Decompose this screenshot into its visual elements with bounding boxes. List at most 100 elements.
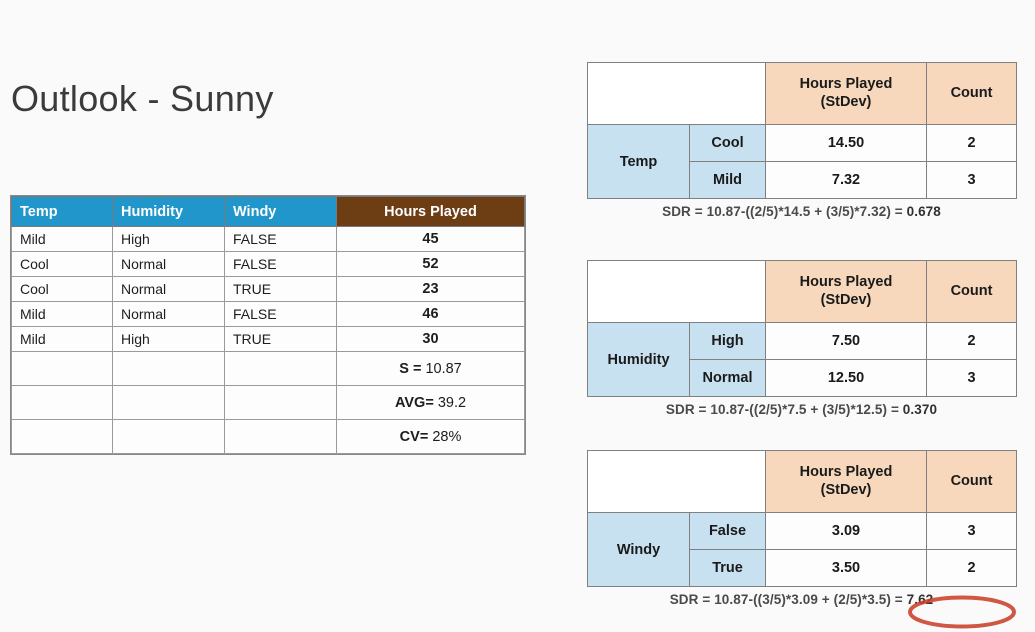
- cell-hours: 45: [336, 226, 525, 252]
- attribute-label-temp: Temp: [587, 124, 690, 199]
- cell-humidity: Normal: [112, 301, 225, 327]
- count-value: 2: [926, 322, 1017, 360]
- metric-header-line2: (StDev): [820, 93, 872, 110]
- stat-value: 10.87: [425, 360, 462, 377]
- level-label: Mild: [689, 161, 766, 199]
- stdev-value: 7.50: [765, 322, 927, 360]
- cell-hours: 30: [336, 326, 525, 352]
- column-header-hours-played: Hours Played: [336, 196, 525, 227]
- cell-windy: FALSE: [224, 251, 337, 277]
- split-table-windy: Hours Played(StDev) Count Windy False 3.…: [587, 450, 1017, 587]
- stat-avg: AVG= 39.2: [336, 385, 525, 420]
- cell-temp: Mild: [11, 226, 113, 252]
- cell-empty: [224, 385, 337, 420]
- cell-windy: FALSE: [224, 301, 337, 327]
- stat-stdev: S = 10.87: [336, 351, 525, 386]
- cell-temp: Mild: [11, 301, 113, 327]
- page-title: Outlook - Sunny: [11, 78, 274, 119]
- cell-empty: [224, 419, 337, 454]
- cell-humidity: High: [112, 226, 225, 252]
- stat-label: S: [399, 360, 409, 377]
- stdev-value: 7.32: [765, 161, 927, 199]
- level-label: High: [689, 322, 766, 360]
- metric-header-line1: Hours Played: [799, 463, 893, 480]
- cell-empty: [11, 419, 113, 454]
- split-data-row: Humidity High 7.50 2: [587, 322, 1017, 397]
- cell-temp: Cool: [11, 251, 113, 277]
- cell-empty: [11, 351, 113, 386]
- column-header-hours-played-stdev: Hours Played(StDev): [765, 450, 927, 513]
- cell-humidity: Normal: [112, 276, 225, 302]
- cell-windy: TRUE: [224, 326, 337, 352]
- sdr-result: 0.370: [902, 402, 938, 417]
- cell-windy: TRUE: [224, 276, 337, 302]
- split-data-row: True 3.50 2: [588, 549, 1017, 587]
- sdr-result: 7.62: [906, 592, 934, 607]
- cell-empty: [112, 351, 225, 386]
- cell-empty: [224, 351, 337, 386]
- metric-header-line1: Hours Played: [799, 75, 893, 92]
- sdr-formula-temp: SDR = 10.87-((2/5)*14.5 + (3/5)*7.32) = …: [587, 204, 1016, 219]
- raw-data-table: Temp Humidity Windy Hours Played Mild Hi…: [11, 196, 525, 454]
- cell-empty: [112, 419, 225, 454]
- stat-separator: =: [412, 360, 422, 377]
- table-row: Mild Normal FALSE 46: [11, 301, 525, 327]
- split-data-row: Temp Cool 14.50 2: [587, 124, 1017, 199]
- cell-hours: 52: [336, 251, 525, 277]
- split-header-row: Hours Played(StDev) Count: [587, 260, 1017, 323]
- table-row: Mild High FALSE 45: [11, 226, 525, 252]
- count-value: 3: [926, 161, 1017, 199]
- count-value: 3: [926, 359, 1017, 397]
- split-block-humidity: Hours Played(StDev) Count Humidity High …: [587, 260, 1017, 417]
- stdev-value: 14.50: [765, 124, 927, 162]
- stat-value: 39.2: [437, 394, 467, 411]
- level-label: True: [689, 549, 766, 587]
- split-data-row: Windy False 3.09 3: [587, 512, 1017, 587]
- cell-empty-corner: [587, 450, 766, 513]
- stat-separator: =: [425, 394, 434, 411]
- stat-row-avg: AVG= 39.2: [11, 385, 525, 420]
- level-label: Normal: [689, 359, 766, 397]
- cell-windy: FALSE: [224, 226, 337, 252]
- stat-label: CV: [399, 428, 420, 445]
- metric-header-line2: (StDev): [820, 481, 872, 498]
- count-value: 3: [926, 512, 1017, 550]
- stdev-value: 12.50: [765, 359, 927, 397]
- cell-empty-corner: [587, 62, 766, 125]
- table-header-row: Temp Humidity Windy Hours Played: [11, 196, 525, 227]
- column-header-hours-played-stdev: Hours Played(StDev): [765, 62, 927, 125]
- split-data-row: Normal 12.50 3: [588, 359, 1017, 397]
- column-header-humidity: Humidity: [112, 196, 225, 227]
- cell-empty: [112, 385, 225, 420]
- count-value: 2: [926, 124, 1017, 162]
- level-label: False: [689, 512, 766, 550]
- sdr-formula-windy: SDR = 10.87-((3/5)*3.09 + (2/5)*3.5) = 7…: [587, 592, 1016, 607]
- stdev-value: 3.50: [765, 549, 927, 587]
- split-table-temp: Hours Played(StDev) Count Temp Cool 14.5…: [587, 62, 1017, 199]
- cell-humidity: Normal: [112, 251, 225, 277]
- column-header-hours-played-stdev: Hours Played(StDev): [765, 260, 927, 323]
- split-header-row: Hours Played(StDev) Count: [587, 62, 1017, 125]
- sdr-expression: SDR = 10.87-((2/5)*7.5 + (3/5)*12.5) =: [665, 402, 903, 417]
- split-block-windy: Hours Played(StDev) Count Windy False 3.…: [587, 450, 1017, 607]
- cell-temp: Cool: [11, 276, 113, 302]
- table-row: Mild High TRUE 30: [11, 326, 525, 352]
- cell-empty: [11, 385, 113, 420]
- cell-empty-corner: [587, 260, 766, 323]
- table-row: Cool Normal FALSE 52: [11, 251, 525, 277]
- column-header-count: Count: [926, 62, 1017, 125]
- split-table-humidity: Hours Played(StDev) Count Humidity High …: [587, 260, 1017, 397]
- cell-hours: 23: [336, 276, 525, 302]
- sdr-expression: SDR = 10.87-((3/5)*3.09 + (2/5)*3.5) =: [669, 592, 907, 607]
- cell-hours: 46: [336, 301, 525, 327]
- sdr-expression: SDR = 10.87-((2/5)*14.5 + (3/5)*7.32) =: [662, 204, 907, 219]
- metric-header-line1: Hours Played: [799, 273, 893, 290]
- column-header-temp: Temp: [11, 196, 113, 227]
- metric-header-line2: (StDev): [820, 291, 872, 308]
- level-label: Cool: [689, 124, 766, 162]
- cell-temp: Mild: [11, 326, 113, 352]
- attribute-label-windy: Windy: [587, 512, 690, 587]
- split-data-row: Mild 7.32 3: [588, 161, 1017, 199]
- stat-cv: CV= 28%: [336, 419, 525, 454]
- sdr-formula-humidity: SDR = 10.87-((2/5)*7.5 + (3/5)*12.5) = 0…: [587, 402, 1016, 417]
